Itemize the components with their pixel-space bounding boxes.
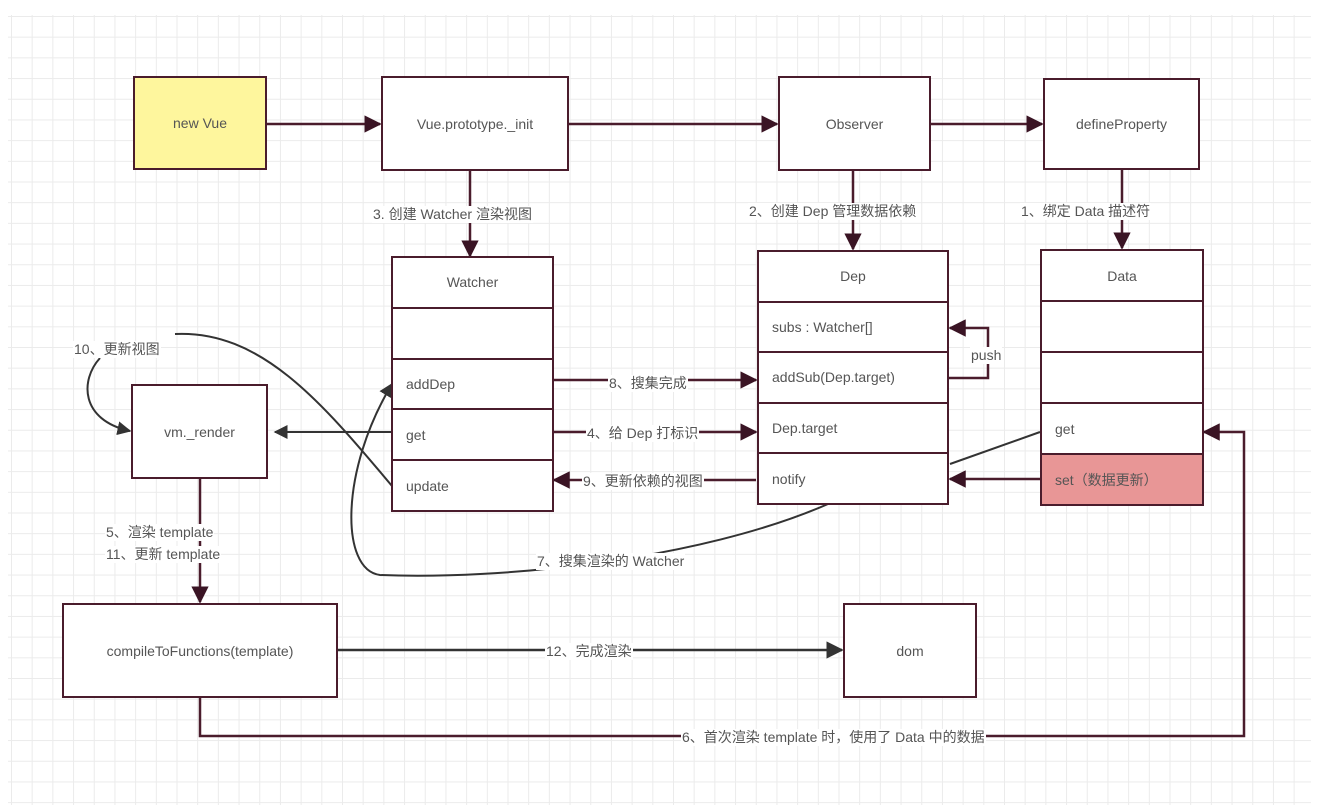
node-vue-init-label: Vue.prototype._init <box>416 115 534 132</box>
node-vue-init[interactable]: Vue.prototype._init <box>381 76 569 171</box>
label-step1: 1、绑定 Data 描述符 <box>1020 203 1152 220</box>
edge-compile-data-get <box>198 423 1246 738</box>
label-step11: 11、更新 template <box>105 546 222 563</box>
label-step4: 4、给 Dep 打标识 <box>586 425 700 442</box>
class-dep[interactable]: Dep subs : Watcher[] addSub(Dep.target) … <box>757 250 949 505</box>
node-observer[interactable]: Observer <box>778 76 931 171</box>
label-step3: 3. 创建 Watcher 渲染视图 <box>372 206 533 223</box>
data-row-empty-1 <box>1042 300 1202 351</box>
watcher-row-update: update <box>393 459 552 510</box>
node-dom-label: dom <box>896 642 924 659</box>
class-watcher[interactable]: Watcher addDep get update <box>391 256 554 512</box>
data-row-get: get <box>1042 402 1202 453</box>
label-step9: 9、更新依赖的视图 <box>582 473 704 490</box>
node-observer-label: Observer <box>825 115 884 132</box>
node-vm-render-label: vm._render <box>164 423 235 440</box>
label-step10: 10、更新视图 <box>73 341 161 358</box>
node-define-property-label: defineProperty <box>1075 116 1168 132</box>
node-dom[interactable]: dom <box>843 603 977 698</box>
data-row-empty-2 <box>1042 351 1202 402</box>
watcher-row-get: get <box>393 408 552 459</box>
class-data[interactable]: Data get set（数据更新） <box>1040 249 1204 506</box>
label-step12: 12、完成渲染 <box>545 643 633 660</box>
node-compile-label: compileToFunctions(template) <box>106 642 294 659</box>
watcher-title: Watcher <box>446 274 499 291</box>
node-new-vue-label: new Vue <box>173 115 227 131</box>
node-compile-to-functions[interactable]: compileToFunctions(template) <box>62 603 338 698</box>
dep-row-subs: subs : Watcher[] <box>759 300 947 352</box>
data-row-set: set（数据更新） <box>1042 453 1202 504</box>
watcher-row-adddep: addDep <box>393 357 552 409</box>
node-new-vue[interactable]: new Vue <box>133 76 267 170</box>
edge-data-get-notify <box>949 431 1041 465</box>
label-step6: 6、首次渲染 template 时，使用了 Data 中的数据 <box>681 729 986 746</box>
dep-row-target: Dep.target <box>759 401 947 453</box>
dep-title: Dep <box>840 268 866 285</box>
label-push: push <box>970 347 1003 364</box>
dep-row-addsub: addSub(Dep.target) <box>759 351 947 402</box>
label-step8: 8、搜集完成 <box>608 375 688 392</box>
data-title: Data <box>1107 267 1137 284</box>
edge-collect-watcher <box>350 382 829 577</box>
watcher-row-empty <box>393 306 552 358</box>
edge-update-curve <box>174 332 393 487</box>
label-step7: 7、搜集渲染的 Watcher <box>536 553 686 570</box>
node-vm-render[interactable]: vm._render <box>131 384 268 479</box>
label-step5: 5、渲染 template <box>105 524 215 541</box>
edge-10-loop <box>86 357 132 436</box>
dep-row-notify: notify <box>759 452 947 503</box>
node-define-property[interactable]: defineProperty <box>1043 78 1200 170</box>
label-step2: 2、创建 Dep 管理数据依赖 <box>748 203 918 220</box>
